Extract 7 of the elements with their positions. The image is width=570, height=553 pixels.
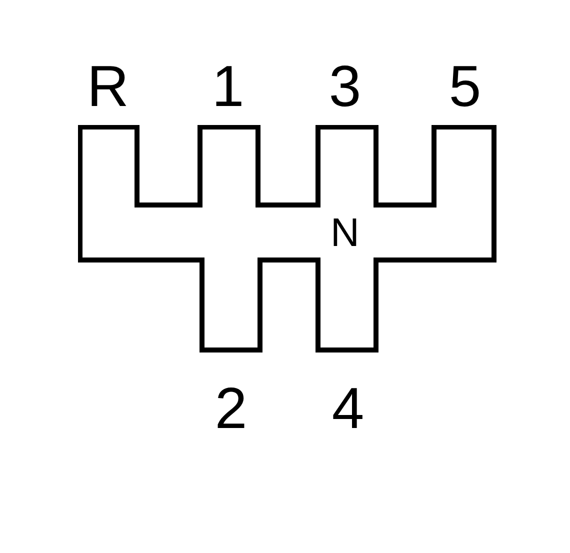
gear-label: R: [87, 58, 129, 116]
gear-label: 1: [212, 58, 244, 116]
gear-label: 4: [332, 380, 364, 438]
gear-label: 5: [448, 58, 482, 116]
gear-label: N: [330, 213, 360, 253]
gear-label: 2: [214, 380, 248, 438]
gear-label: 3: [328, 58, 362, 116]
